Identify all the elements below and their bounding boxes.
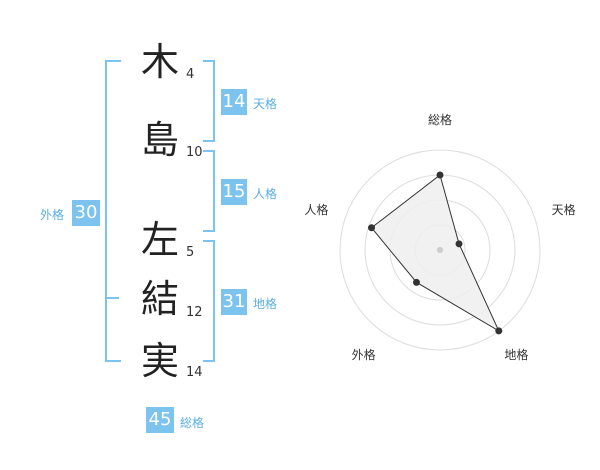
- name-char-4: 結: [140, 277, 179, 321]
- radar-axis-label-1: 総格: [428, 112, 452, 127]
- soukaku-value: 45: [146, 407, 174, 433]
- tenkaku-label: 天格: [253, 97, 278, 111]
- radar-point-4: [412, 278, 420, 286]
- soukaku-label: 総格: [180, 416, 205, 430]
- jinkaku-value: 15: [221, 179, 247, 205]
- radar-point-5: [368, 224, 376, 232]
- stroke-count-3: 5: [186, 245, 195, 260]
- name-char-3: 左: [140, 218, 179, 262]
- chikaku-bracket: [203, 240, 215, 362]
- gaikaku-label: 外格: [40, 208, 65, 222]
- radar-axis-label-2: 天格: [552, 202, 576, 217]
- radar-point-3: [495, 327, 503, 335]
- tenkaku-bracket: [203, 60, 215, 142]
- jinkaku-bracket: [203, 150, 215, 232]
- name-char-2: 島: [140, 118, 179, 162]
- jinkaku-label: 人格: [253, 187, 278, 201]
- gaikaku-bracket: [105, 60, 121, 362]
- stroke-count-4: 12: [186, 305, 203, 320]
- stroke-count-1: 4: [186, 67, 195, 82]
- radar-point-1: [436, 171, 444, 179]
- stroke-count-2: 10: [186, 145, 203, 160]
- gaikaku-value: 30: [72, 200, 100, 226]
- gaikaku-bracket-mid: [105, 297, 119, 299]
- radar-axis-label-4: 外格: [352, 347, 376, 362]
- name-char-5: 実: [140, 339, 179, 383]
- radar-axis-label-5: 人格: [304, 202, 328, 217]
- radar-data-polygon: [370, 174, 500, 333]
- radar-center: [437, 247, 443, 253]
- radar-ring: [339, 149, 541, 351]
- chikaku-value: 31: [221, 289, 247, 315]
- radar-point-2: [455, 240, 463, 248]
- name-char-1: 木: [140, 40, 179, 84]
- tenkaku-value: 14: [221, 89, 247, 115]
- radar-axis-label-3: 地格: [504, 347, 528, 362]
- chikaku-label: 地格: [253, 297, 278, 311]
- stroke-count-5: 14: [186, 365, 203, 380]
